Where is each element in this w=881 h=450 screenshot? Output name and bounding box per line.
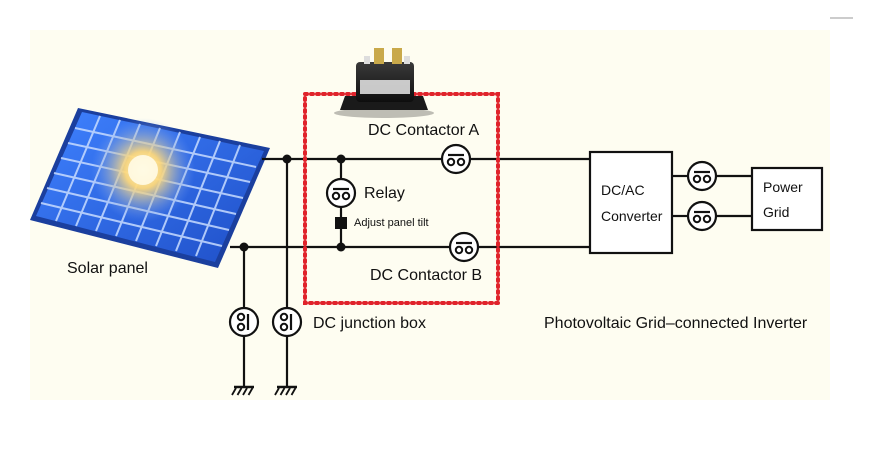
grid-contactor-bottom-symbol bbox=[686, 200, 718, 232]
label-dc-contactor-b: DC Contactor B bbox=[370, 267, 483, 284]
ground-left-icon bbox=[231, 385, 254, 396]
label-relay: Relay bbox=[364, 185, 405, 202]
dc-ac-converter-box bbox=[588, 150, 674, 255]
label-grid-line1: Power bbox=[763, 179, 803, 195]
ground-contactor-left-symbol bbox=[228, 306, 260, 338]
contactor-a-symbol bbox=[440, 143, 472, 175]
label-grid-line2: Grid bbox=[763, 204, 790, 220]
relay-symbol bbox=[325, 177, 357, 209]
junction-dots bbox=[239, 154, 346, 252]
grid-contactor-top-symbol bbox=[686, 160, 718, 192]
contactor-b-symbol bbox=[448, 231, 480, 263]
label-adjust-panel-tilt: Adjust panel tilt bbox=[354, 217, 429, 229]
contactor-symbols bbox=[228, 143, 718, 338]
ground-right-icon bbox=[274, 385, 297, 396]
label-dc-contactor-a: DC Contactor A bbox=[368, 122, 480, 139]
solar-panel-icon bbox=[30, 108, 270, 268]
label-inverter: Photovoltaic Grid–connected Inverter bbox=[544, 315, 808, 332]
adjust-tilt-block bbox=[335, 217, 347, 229]
label-solar-panel: Solar panel bbox=[67, 260, 148, 277]
ground-contactor-right-symbol bbox=[271, 306, 303, 338]
label-dc-junction-box: DC junction box bbox=[313, 315, 426, 332]
label-converter-line1: DC/AC bbox=[601, 182, 645, 198]
dc-contactor-device-icon bbox=[334, 48, 434, 118]
wiring bbox=[230, 157, 752, 387]
label-converter-line2: Converter bbox=[601, 208, 663, 224]
power-grid-box bbox=[750, 166, 824, 232]
ground-symbols bbox=[231, 385, 297, 396]
